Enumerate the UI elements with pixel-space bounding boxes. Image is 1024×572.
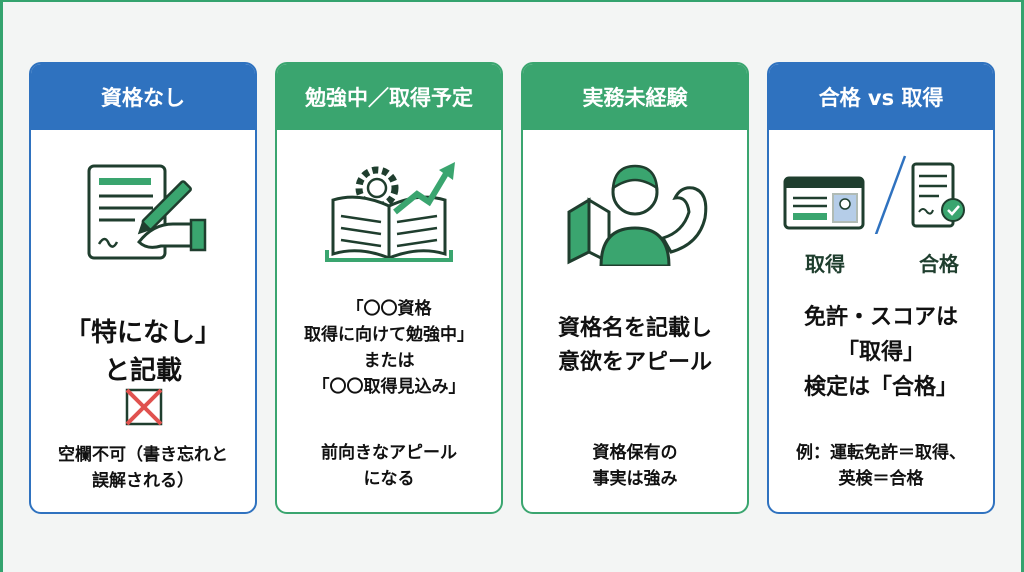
document-pen-icon <box>87 164 207 260</box>
sub-text: 前向きなアピール になる <box>321 443 457 489</box>
sub-text: 例：運転免許＝取得、 英検＝合格 <box>796 443 966 489</box>
license-card-icon <box>783 155 907 234</box>
card-header: 資格なし <box>31 64 255 130</box>
book-growth-icon <box>325 162 455 262</box>
card-studying: 勉強中／取得予定 「〇〇資格 取得に向けて勉強中」 または 「〇〇取得見込み」 … <box>275 62 503 514</box>
card-header: 実務未経験 <box>523 64 747 130</box>
acquire-label: 取得 <box>805 252 845 276</box>
beginner-strong-person-icon <box>567 164 708 266</box>
cross-box-icon <box>125 388 163 426</box>
main-text: 資格名を記載し 意欲をアピール <box>557 316 712 375</box>
card-no-experience: 実務未経験 資格名を記載し 意欲をアピール 資格保有の 事実は強み <box>521 62 749 514</box>
card-header: 合格 vs 取得 <box>769 64 993 130</box>
main-text: 「〇〇資格 取得に向けて勉強中」 または 「〇〇取得見込み」 <box>304 299 474 397</box>
main-text: 免許・スコアは 「取得」 検定は「合格」 <box>803 305 958 400</box>
pass-label: 合格 <box>919 252 959 276</box>
sub-text: 空欄不可（書き忘れと 誤解される） <box>58 445 228 491</box>
certificate-icon <box>911 162 965 228</box>
sub-text: 資格保有の 事実は強み <box>592 443 678 489</box>
card-header: 勉強中／取得予定 <box>277 64 501 130</box>
card-pass-vs-acquire: 合格 vs 取得 取得 合格 免許・スコアは 「取得」 検定は「合格」 例：運転… <box>767 62 995 514</box>
main-text: 「特になし」 と記載 <box>64 318 221 386</box>
card-no-qualification: 資格なし 「特になし」 と記載 空欄不可（書き忘れと 誤解される） <box>29 62 257 514</box>
